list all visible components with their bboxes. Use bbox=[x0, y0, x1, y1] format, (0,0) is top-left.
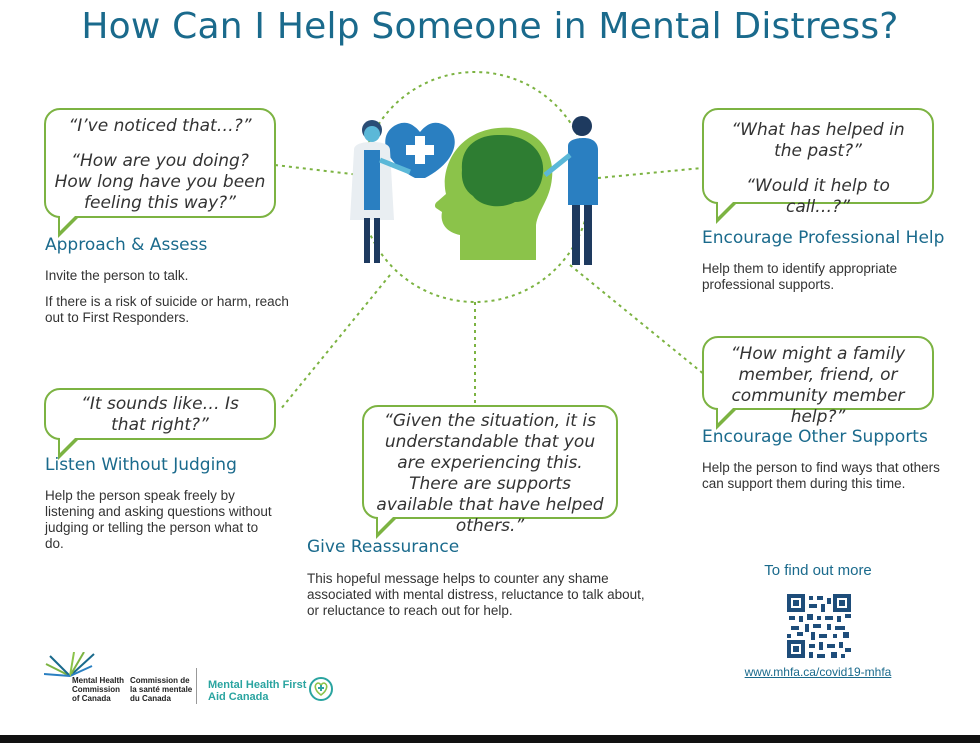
bubble-professional: “What has helped in the past?” “Would it… bbox=[702, 108, 934, 217]
bubble-approach-line-2: “How are you doing? How long have you be… bbox=[54, 151, 266, 213]
find-out-more-label: To find out more bbox=[764, 562, 872, 579]
mhfa-link[interactable]: www.mhfa.ca/covid19-mhfa bbox=[744, 665, 892, 679]
bubble-listen: “It sounds like… Is that right?” bbox=[44, 388, 276, 440]
mhcc-name-en: Mental Health Commission of Canada bbox=[72, 676, 125, 703]
bubble-tail bbox=[378, 515, 395, 532]
mhfa-name: Mental Health First Aid Canada bbox=[208, 679, 307, 703]
heart-plus-icon bbox=[385, 122, 455, 178]
body-listen-line-1: Help the person speak freely by listenin… bbox=[45, 488, 272, 551]
bubble-tail bbox=[718, 406, 735, 423]
bubble-tail bbox=[60, 436, 77, 453]
bubble-tail bbox=[60, 214, 77, 231]
connector-listen bbox=[279, 274, 391, 411]
doctor-person-icon bbox=[350, 120, 411, 263]
body-reassure: This hopeful message helps to counter an… bbox=[307, 571, 647, 629]
body-approach-line-2: If there is a risk of suicide or harm, r… bbox=[45, 294, 289, 325]
bubble-tail bbox=[718, 200, 735, 217]
head-brain-icon bbox=[434, 127, 553, 260]
bubble-professional-line-1: “What has helped in the past?” bbox=[731, 120, 905, 161]
central-illustration bbox=[350, 116, 598, 265]
helper-person-icon bbox=[543, 116, 598, 265]
bubble-listen-line-1: “It sounds like… Is that right?” bbox=[81, 394, 239, 435]
bubble-reassure-line-1: “Given the situation, it is understandab… bbox=[376, 411, 604, 536]
logo-divider bbox=[196, 668, 197, 704]
body-other-line-1: Help the person to find ways that others… bbox=[702, 460, 940, 491]
qr-code-icon bbox=[787, 594, 851, 658]
mhcc-name-fr: Commission de la santé mentale du Canada bbox=[130, 676, 193, 703]
bubble-other-line-1: “How might a family member, friend, or c… bbox=[730, 344, 906, 427]
mhfa-logo-icon bbox=[309, 677, 333, 701]
body-approach: Invite the person to talk. If there is a… bbox=[45, 268, 290, 336]
mhcc-logo-icon bbox=[44, 652, 95, 677]
body-other: Help the person to find ways that others… bbox=[702, 460, 942, 502]
heading-listen: Listen Without Judging bbox=[45, 455, 237, 475]
bottom-bar bbox=[0, 735, 980, 743]
body-professional: Help them to identify appropriate profes… bbox=[702, 261, 942, 303]
heading-reassure: Give Reassurance bbox=[307, 537, 460, 557]
page-title: How Can I Help Someone in Mental Distres… bbox=[81, 6, 899, 47]
heading-approach: Approach & Assess bbox=[45, 235, 208, 255]
body-listen: Help the person speak freely by listenin… bbox=[45, 488, 275, 562]
bubble-other: “How might a family member, friend, or c… bbox=[702, 336, 934, 427]
body-reassure-line-1: This hopeful message helps to counter an… bbox=[307, 571, 645, 618]
bubble-reassure: “Given the situation, it is understandab… bbox=[362, 405, 618, 536]
heading-professional: Encourage Professional Help bbox=[702, 228, 945, 248]
body-professional-line-1: Help them to identify appropriate profes… bbox=[702, 261, 898, 292]
connector-other bbox=[569, 264, 706, 376]
heading-other: Encourage Other Supports bbox=[702, 427, 928, 447]
bubble-approach-line-1: “I’ve noticed that…?” bbox=[68, 116, 252, 136]
body-approach-line-1: Invite the person to talk. bbox=[45, 268, 189, 283]
bubble-professional-line-2: “Would it help to call…?” bbox=[746, 176, 890, 217]
connector-approach bbox=[274, 164, 361, 176]
bubble-approach: “I’ve noticed that…?” “How are you doing… bbox=[44, 108, 276, 218]
